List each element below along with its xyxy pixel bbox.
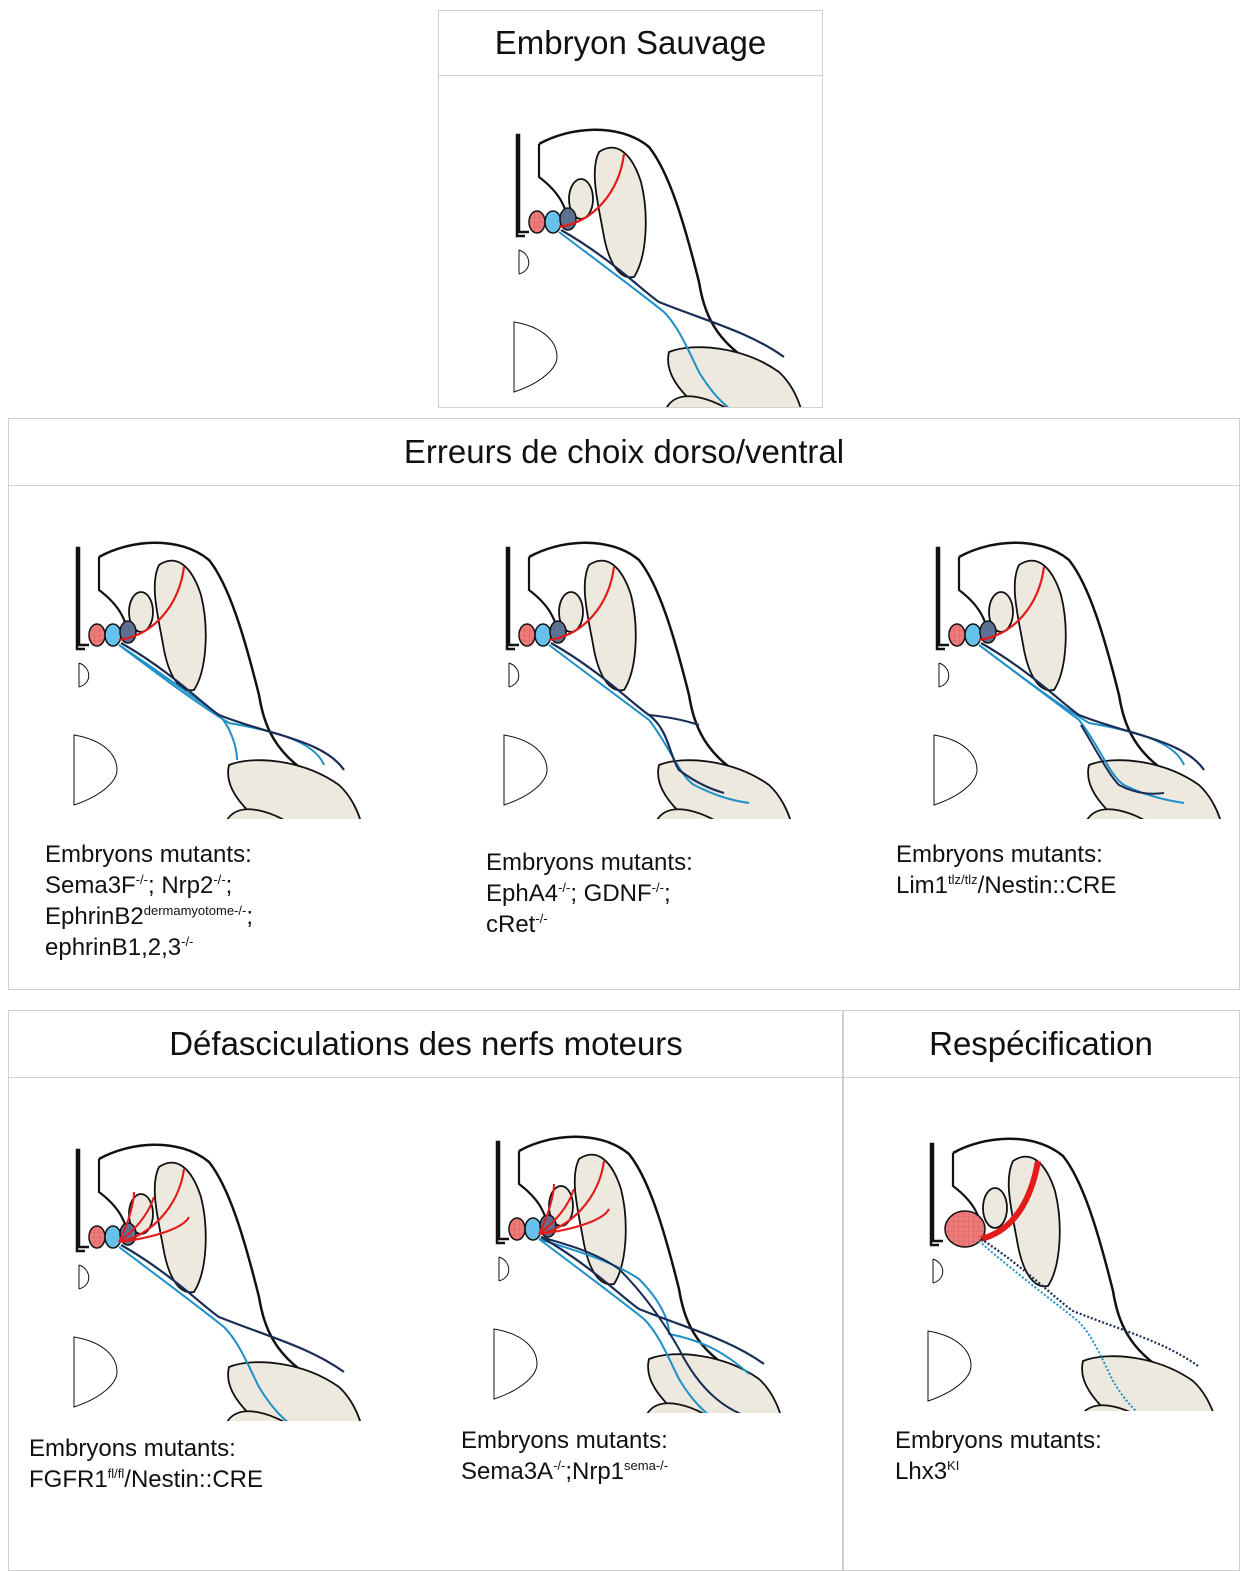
dv-diagram-3: [889, 499, 1240, 819]
def-diagram-2: [449, 1093, 839, 1413]
caption-label: Embryons mutants:: [29, 1433, 263, 1464]
gene-driver: /Nestin::CRE: [978, 872, 1117, 899]
resp-caption: Embryons mutants: Lhx3KI: [895, 1425, 1102, 1487]
genotype-sup: -/-: [558, 880, 570, 895]
dv-caption-3: Embryons mutants: Lim1tlz/tlz/Nestin::CR…: [896, 839, 1116, 901]
gene-lhx3: Lhx3: [895, 1458, 947, 1485]
separator: ;: [664, 880, 671, 907]
gene-ephrinb123: ephrinB1,2,3: [45, 934, 181, 961]
genotype-sup: -/-: [136, 872, 148, 887]
genotype-sup: -/-: [535, 911, 547, 926]
separator: ;: [226, 872, 233, 899]
panel-defasciculation: Défasciculations des nerfs moteurs Embry…: [8, 1010, 844, 1571]
panel-wildtype: Embryon Sauvage: [438, 10, 823, 408]
gene-sema3a: Sema3A: [461, 1458, 553, 1485]
genotype-sup: -/-: [652, 880, 664, 895]
genotype-sup: KI: [947, 1458, 959, 1473]
gene-ephrinb2: EphrinB2: [45, 903, 144, 930]
gene-sema3f: Sema3F: [45, 872, 136, 899]
caption-label: Embryons mutants:: [45, 839, 253, 870]
panel-respecification: Respécification Embryons mutants: Lhx3KI: [842, 1010, 1240, 1571]
separator: ; Nrp2: [148, 872, 213, 899]
separator: ;: [246, 903, 253, 930]
dv-diagram-1: [29, 499, 419, 819]
gene-cret: cRet: [486, 911, 535, 938]
genotype-sup: -/-: [181, 934, 193, 949]
wildtype-diagram: [439, 77, 822, 407]
def-caption-1: Embryons mutants: FGFR1fl/fl/Nestin::CRE: [29, 1433, 263, 1495]
genotype-sup: sema-/-: [624, 1458, 668, 1473]
dv-caption-2: Embryons mutants: EphA4-/-; GDNF-/-; cRe…: [486, 847, 693, 940]
panel-title: Défasciculations des nerfs moteurs: [9, 1011, 843, 1078]
gene-fgfr1: FGFR1: [29, 1466, 108, 1493]
genotype-sup: fl/fl: [108, 1466, 125, 1481]
gene-lim1: Lim1: [896, 872, 948, 899]
dv-diagram-2: [459, 499, 849, 819]
def-diagram-1: [29, 1101, 419, 1421]
genotype-sup: tlz/tlz: [948, 872, 978, 887]
caption-label: Embryons mutants:: [486, 847, 693, 878]
dv-caption-1: Embryons mutants: Sema3F-/-; Nrp2-/-; Ep…: [45, 839, 253, 963]
caption-label: Embryons mutants:: [461, 1425, 668, 1456]
genotype-sup: -/-: [213, 872, 225, 887]
panel-title: Erreurs de choix dorso/ventral: [9, 419, 1239, 486]
separator: ; GDNF: [570, 880, 651, 907]
resp-diagram: [843, 1091, 1233, 1411]
caption-label: Embryons mutants:: [896, 839, 1116, 870]
gene-driver: /Nestin::CRE: [124, 1466, 263, 1493]
gene-epha4: EphA4: [486, 880, 558, 907]
caption-label: Embryons mutants:: [895, 1425, 1102, 1456]
panel-title: Respécification: [843, 1011, 1239, 1078]
separator: ;Nrp1: [565, 1458, 624, 1485]
def-caption-2: Embryons mutants: Sema3A-/-;Nrp1sema-/-: [461, 1425, 668, 1487]
panel-title: Embryon Sauvage: [439, 11, 822, 76]
panel-dorsoventral: Erreurs de choix dorso/ventral Embryons …: [8, 418, 1240, 990]
genotype-sup: dermamyotome-/-: [144, 903, 247, 918]
genotype-sup: -/-: [553, 1458, 565, 1473]
